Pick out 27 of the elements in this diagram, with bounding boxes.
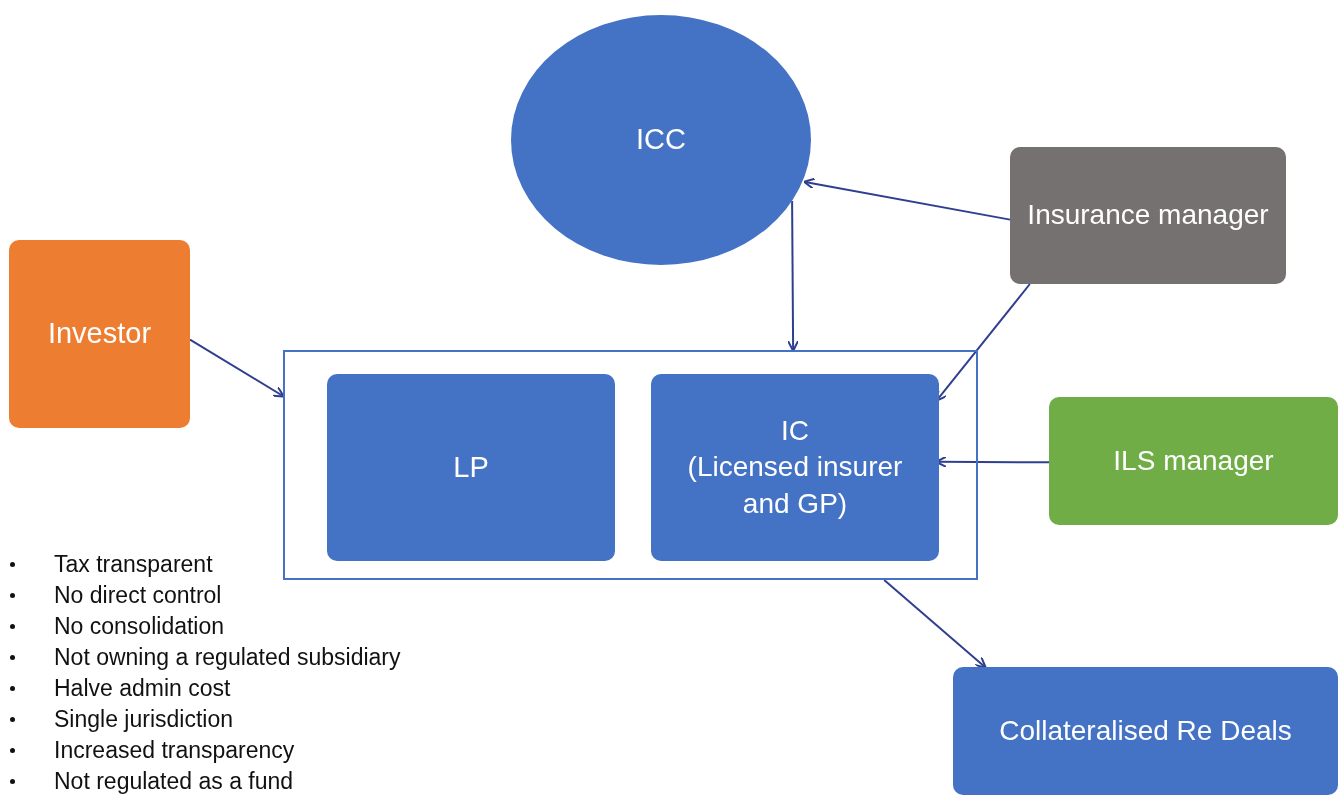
node-label: Insurance manager: [1027, 198, 1269, 233]
arrow: [803, 177, 1011, 221]
node-label: ICC: [636, 122, 686, 158]
node-label: LP: [453, 449, 489, 485]
list-item: Not regulated as a fund: [54, 767, 294, 796]
list-item: Halve admin cost: [54, 674, 231, 703]
process-box: [9, 240, 190, 428]
process-box: [651, 374, 939, 561]
node-label: ILS manager: [1113, 443, 1274, 478]
list-item: Single jurisdiction: [54, 705, 233, 734]
list-item: No direct control: [54, 581, 222, 610]
process-box: [327, 374, 615, 561]
group-frame: [283, 350, 978, 580]
process-box: [1049, 397, 1338, 525]
list-item: Increased transparency: [54, 736, 295, 765]
node-label: (Licensed insurer and GP): [686, 450, 904, 521]
process-box: [1010, 147, 1286, 284]
list-item: Tax transparent: [54, 550, 213, 579]
arrow: [883, 579, 987, 669]
node-label: Investor: [47, 316, 152, 352]
list-item: No consolidation: [54, 612, 225, 641]
list-item: Not owning a regulated subsidiary: [54, 643, 401, 672]
process-box: [953, 667, 1338, 795]
arrow: [189, 338, 285, 398]
node-label: IC: [781, 413, 809, 448]
node-label: Collateralised Re Deals: [999, 713, 1292, 748]
arrow: [787, 200, 800, 352]
